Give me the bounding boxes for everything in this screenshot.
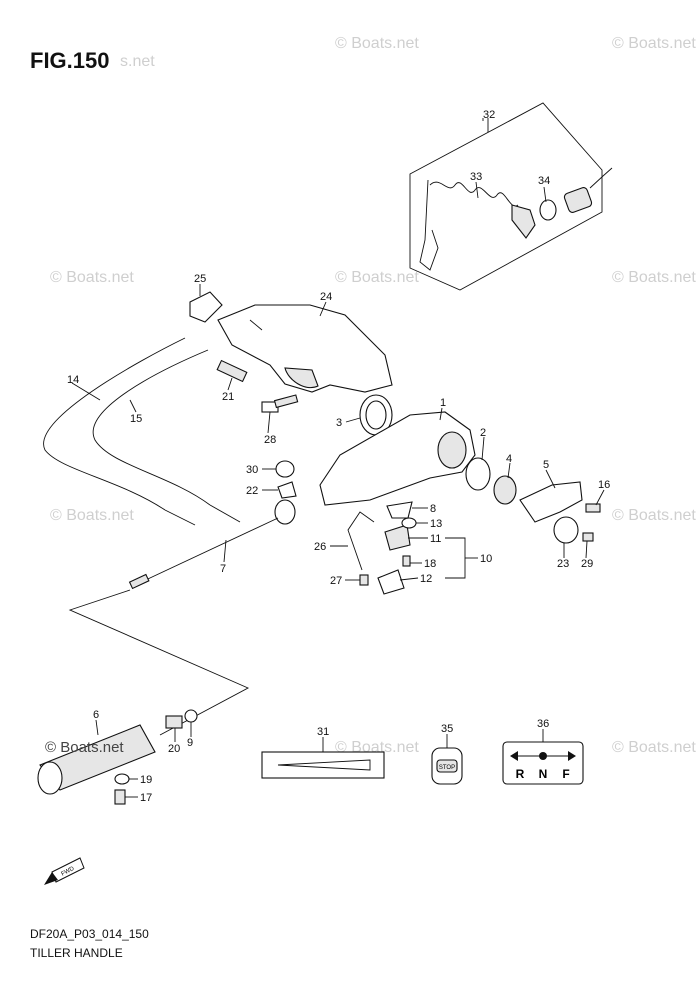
callout-34: 34	[538, 175, 550, 187]
callout-16: 16	[598, 479, 610, 491]
part-13-nut	[401, 517, 417, 529]
watermark: © Boats.net	[612, 269, 696, 286]
part-15-cable	[92, 349, 241, 523]
part-21-pin	[216, 359, 248, 383]
callout-15: 15	[130, 413, 142, 425]
watermark: © Boats.net	[612, 739, 696, 756]
part-3-inner	[365, 400, 387, 430]
stop-label: STOP	[439, 765, 455, 771]
callout-14: 14	[67, 374, 79, 386]
part-12-knob	[377, 569, 405, 595]
part-22-clip	[277, 481, 297, 499]
fwd-arrow-icon: FWD	[44, 857, 85, 885]
part-23-cover	[553, 516, 579, 544]
callout-21: 21	[222, 391, 234, 403]
callout-32: 32	[483, 109, 495, 121]
watermark: © Boats.net	[335, 269, 419, 286]
callout-23: 23	[557, 558, 569, 570]
callout-26: 26	[314, 541, 326, 553]
callout-2: 2	[480, 427, 486, 439]
watermark-dark: © Boats.net	[45, 739, 124, 756]
part-36-shift-decal: R N F	[502, 741, 584, 785]
watermark: © Boats.net	[50, 269, 134, 286]
callout-27: 27	[330, 575, 342, 587]
shift-label-r: R	[516, 767, 525, 781]
callout-4: 4	[506, 453, 512, 465]
callout-35: 35	[441, 723, 453, 735]
figure-title: FIG.150	[30, 48, 109, 73]
part-14-throttle-cable	[43, 337, 196, 526]
part-20-spring	[165, 715, 183, 729]
part-16-bolt	[585, 503, 601, 513]
svg-text:© Boats.net: © Boats.net	[335, 35, 419, 52]
callout-30: 30	[246, 464, 258, 476]
watermark: © Boats.net	[50, 507, 134, 524]
part-30-cap	[275, 460, 295, 478]
part-34-stop-switch	[539, 167, 613, 221]
callout-3: 3	[336, 417, 342, 429]
part-27-screw	[359, 574, 369, 586]
callout-33: 33	[470, 171, 482, 183]
callout-1: 1	[440, 397, 446, 409]
callout-22: 22	[246, 485, 258, 497]
part-6-tiller-grip	[37, 724, 156, 795]
part-26-wire	[347, 511, 375, 571]
part-7-throttle-shaft	[128, 499, 296, 590]
part-8-plate	[386, 501, 413, 519]
part-25-bracket	[189, 291, 223, 323]
part-11-stop-switch-plate	[384, 524, 411, 551]
part-5-throttle-grip	[519, 481, 583, 523]
callout-9: 9	[187, 737, 193, 749]
callout-19: 19	[140, 774, 152, 786]
part-35-stop-decal: STOP	[431, 747, 463, 785]
figure-name: TILLER HANDLE	[30, 946, 123, 960]
callout-12: 12	[420, 573, 432, 585]
part-4-collar	[493, 475, 517, 505]
watermark-fragment: s.net	[120, 53, 155, 70]
guide-line	[68, 589, 250, 736]
watermark: © Boats.net	[612, 507, 696, 524]
part-19-washer	[114, 773, 130, 785]
callout-11: 11	[430, 533, 441, 545]
callout-36: 36	[537, 718, 549, 730]
callout-numbers: 32 33 34 25 24 14 15 21 28 3 1 2 4 5 16 …	[67, 109, 610, 804]
part-31-decal	[261, 751, 385, 779]
callout-17: 17	[140, 792, 152, 804]
callout-13: 13	[430, 518, 442, 530]
callout-10: 10	[480, 553, 492, 565]
callout-7: 7	[220, 563, 226, 575]
leader-lines	[71, 118, 605, 798]
part-33-lanyard-coil	[419, 179, 536, 271]
callout-31: 31	[317, 726, 329, 738]
callout-18: 18	[424, 558, 436, 570]
part-17-screw	[114, 789, 126, 805]
part-18-screw	[402, 555, 411, 567]
callout-24: 24	[320, 291, 332, 303]
watermark: © Boats.net	[335, 35, 419, 52]
part-32-kit-outline	[409, 102, 603, 291]
part-29-screw	[582, 532, 594, 542]
figure-code: DF20A_P03_014_150	[30, 927, 149, 941]
part-2-washer	[465, 457, 491, 491]
callout-25: 25	[194, 273, 206, 285]
shift-label-n: N	[539, 767, 548, 781]
part-28-bolt	[261, 394, 299, 413]
callout-20: 20	[168, 743, 180, 755]
callout-6: 6	[93, 709, 99, 721]
callout-28: 28	[264, 434, 276, 446]
callout-8: 8	[430, 503, 436, 515]
watermark: © Boats.net	[612, 35, 696, 52]
shift-label-f: F	[562, 767, 569, 781]
part-9-screw	[184, 709, 198, 723]
part-1-tiller-arm	[319, 411, 476, 506]
callout-5: 5	[543, 459, 549, 471]
callout-29: 29	[581, 558, 593, 570]
part-24-tiller-bracket	[217, 304, 393, 393]
